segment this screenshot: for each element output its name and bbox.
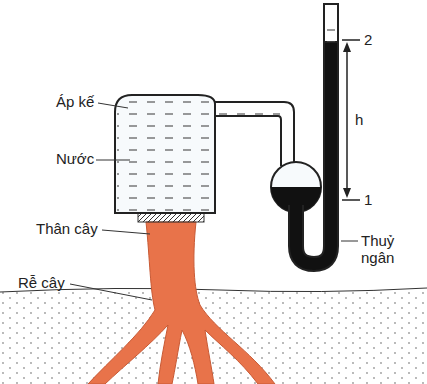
water bbox=[117, 97, 213, 213]
level-number: 2 bbox=[364, 31, 372, 48]
leader-line bbox=[98, 103, 128, 108]
level-tick bbox=[342, 199, 360, 201]
glass-tube bbox=[324, 4, 338, 42]
dimension-label: h bbox=[355, 111, 363, 128]
level-tick bbox=[342, 39, 360, 41]
part-label: Thân cây bbox=[36, 220, 98, 237]
part-label: Áp kế bbox=[56, 93, 94, 110]
leader-line bbox=[102, 230, 150, 234]
bulb bbox=[271, 162, 321, 212]
u-tube bbox=[296, 40, 331, 264]
part-label: Rễ cây bbox=[18, 274, 65, 291]
part-label: Nước bbox=[56, 150, 94, 167]
leader-line bbox=[341, 241, 358, 242]
leader-line bbox=[70, 284, 152, 300]
plant-stem-roots bbox=[88, 222, 275, 384]
level-number: 1 bbox=[364, 191, 372, 208]
height-arrow bbox=[346, 46, 348, 194]
manometer-chamber bbox=[115, 95, 215, 213]
part-label: Thuỷ ngân bbox=[361, 232, 409, 267]
leader-line bbox=[96, 160, 130, 161]
